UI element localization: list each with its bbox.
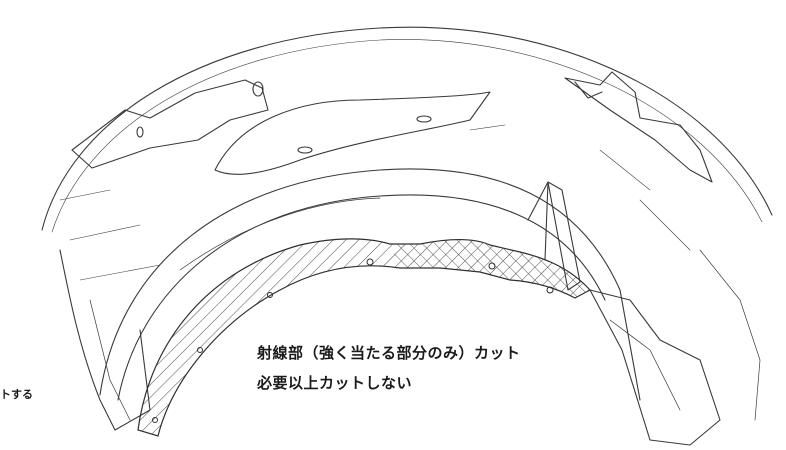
left-lower-edge (89, 299, 131, 421)
arch-outer-curve (99, 168, 641, 401)
left-flap (71, 79, 269, 169)
right-flap-detail (574, 81, 603, 99)
cut-region-hole (546, 286, 554, 294)
right-flap (564, 71, 713, 183)
middle-flap-hole (416, 115, 432, 123)
right-panel-edge (699, 249, 761, 421)
sketch-stroke (469, 124, 506, 131)
annotation-do-not-overcut: 必要以上カットしない (257, 374, 413, 392)
middle-flap-hole-2 (297, 146, 313, 154)
cut-region-hole (267, 292, 273, 298)
cut-region-hole (197, 347, 203, 353)
left-flap-hole (252, 81, 264, 97)
sketch-stroke (59, 189, 111, 201)
right-bracket-2 (527, 181, 549, 261)
left-lower-panel (59, 249, 151, 431)
outer-arc (41, 26, 773, 231)
sketch-stroke (639, 199, 691, 251)
right-panel-inner (609, 319, 681, 411)
annotation-left-fragment: トする (0, 388, 33, 401)
sketch-stroke (79, 264, 161, 281)
arch-mid-curve (117, 194, 606, 401)
cut-region-hole (366, 258, 374, 266)
right-panel (589, 289, 721, 446)
sketch-stroke (599, 149, 651, 191)
cut-region-hole (488, 262, 496, 270)
annotation-cut-hatched-area: 射線部（強く当たる部分のみ）カット (257, 344, 521, 362)
left-flap-hole-2 (136, 126, 144, 138)
middle-flap (214, 91, 491, 175)
outer-arc-inner (51, 39, 763, 233)
cut-region-hole (152, 417, 158, 423)
sketch-stroke (69, 224, 141, 241)
arch-lower-curve (179, 197, 381, 271)
